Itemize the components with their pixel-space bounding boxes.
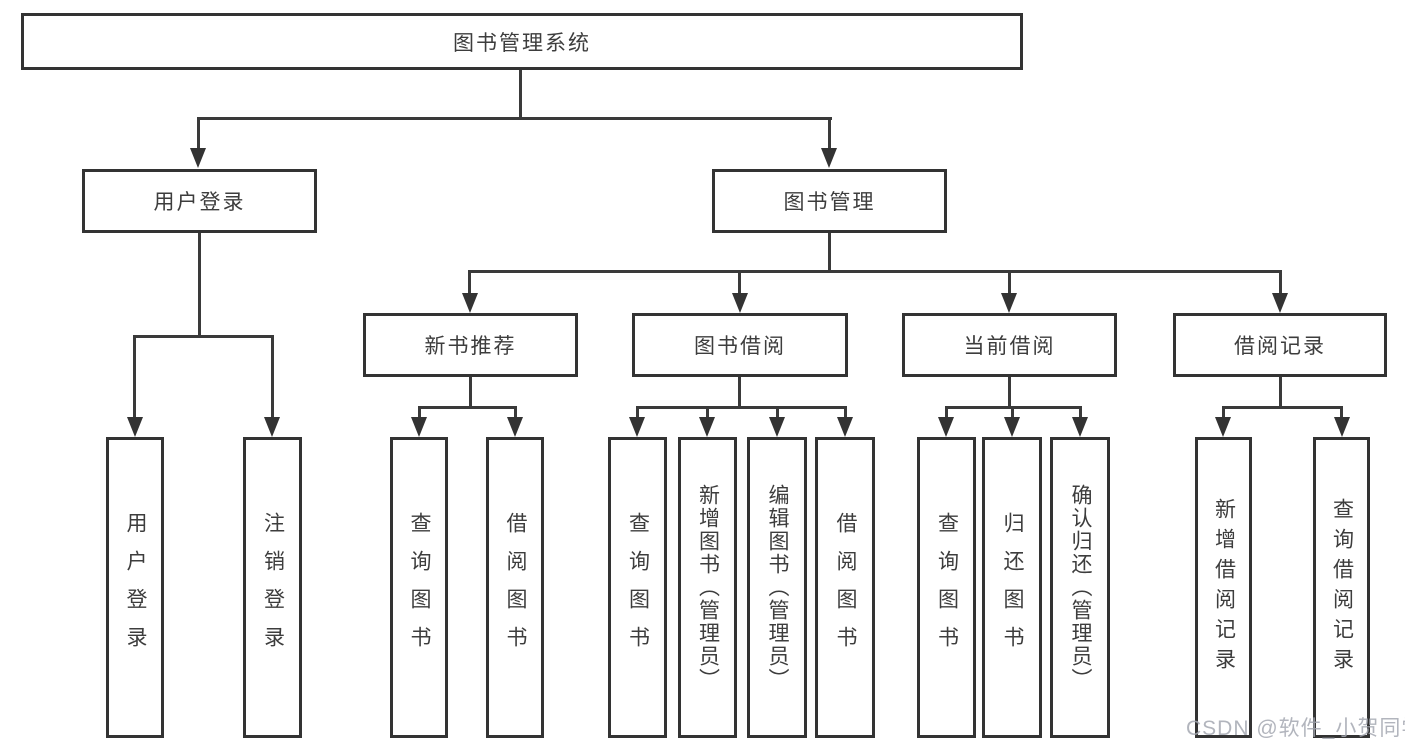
arrowhead-icon xyxy=(264,417,280,437)
arrowhead-icon xyxy=(507,417,523,437)
connector-line xyxy=(1008,377,1011,408)
connector-line xyxy=(1011,406,1014,420)
arrowhead-icon xyxy=(629,417,645,437)
leaf-borrow-borrow-books: 借阅图书 xyxy=(815,437,875,738)
csdn-watermark: CSDN @软件_小贺同学 xyxy=(1186,717,1405,740)
node-new-book-recommend: 新书推荐 xyxy=(363,313,578,377)
node-book-management: 图书管理 xyxy=(712,169,947,233)
connector-line xyxy=(468,270,1282,273)
arrowhead-icon xyxy=(1215,417,1231,437)
connector-line xyxy=(828,117,831,151)
leaf-current-query-books: 查询图书 xyxy=(917,437,976,738)
arrowhead-icon xyxy=(1334,417,1350,437)
connector-line xyxy=(514,406,517,420)
connector-line xyxy=(738,270,741,297)
arrowhead-icon xyxy=(769,417,785,437)
connector-line xyxy=(636,406,847,409)
connector-line xyxy=(945,406,948,420)
connector-line xyxy=(418,406,517,409)
connector-line xyxy=(1008,270,1011,297)
arrowhead-icon xyxy=(190,148,206,168)
connector-line xyxy=(1222,406,1343,409)
arrowhead-icon xyxy=(1004,417,1020,437)
leaf-current-confirm-return-admin: 确认归还（管理员） xyxy=(1050,437,1110,738)
leaf-borrow-add-books-admin: 新增图书（管理员） xyxy=(678,437,737,738)
connector-line xyxy=(197,117,832,120)
leaf-record-query-borrow-record: 查询借阅记录 xyxy=(1313,437,1370,738)
node-current-borrow: 当前借阅 xyxy=(902,313,1117,377)
connector-line xyxy=(738,377,741,408)
connector-line xyxy=(706,406,709,420)
arrowhead-icon xyxy=(411,417,427,437)
connector-line xyxy=(197,117,200,151)
arrowhead-icon xyxy=(699,417,715,437)
connector-line xyxy=(418,406,421,420)
connector-line xyxy=(469,377,472,408)
node-user-login: 用户登录 xyxy=(82,169,317,233)
leaf-user-login: 用户登录 xyxy=(106,437,164,738)
arrowhead-icon xyxy=(837,417,853,437)
arrowhead-icon xyxy=(1072,417,1088,437)
leaf-rec-borrow-books: 借阅图书 xyxy=(486,437,544,738)
leaf-record-add-borrow-record: 新增借阅记录 xyxy=(1195,437,1252,738)
arrowhead-icon xyxy=(1001,293,1017,313)
connector-line xyxy=(133,335,274,338)
leaf-logout: 注销登录 xyxy=(243,437,302,738)
leaf-current-return-books: 归还图书 xyxy=(982,437,1042,738)
connector-line xyxy=(828,233,831,272)
arrowhead-icon xyxy=(462,293,478,313)
leaf-rec-query-books: 查询图书 xyxy=(390,437,448,738)
connector-line xyxy=(1079,406,1082,420)
connector-line xyxy=(1222,406,1225,420)
node-borrow-record: 借阅记录 xyxy=(1173,313,1387,377)
connector-line xyxy=(519,69,522,118)
connector-line xyxy=(1279,377,1282,408)
connector-line xyxy=(271,335,274,419)
arrowhead-icon xyxy=(732,293,748,313)
connector-line xyxy=(133,335,136,419)
arrowhead-icon xyxy=(821,148,837,168)
node-book-borrow: 图书借阅 xyxy=(632,313,848,377)
connector-line xyxy=(468,270,471,297)
arrowhead-icon xyxy=(938,417,954,437)
leaf-borrow-edit-books-admin: 编辑图书（管理员） xyxy=(747,437,807,738)
node-root-system: 图书管理系统 xyxy=(21,13,1023,70)
connector-line xyxy=(1340,406,1343,420)
arrowhead-icon xyxy=(1272,293,1288,313)
connector-line xyxy=(844,406,847,420)
connector-line xyxy=(636,406,639,420)
connector-line xyxy=(1279,270,1282,297)
connector-line xyxy=(776,406,779,420)
connector-line xyxy=(198,233,201,337)
leaf-borrow-query-books: 查询图书 xyxy=(608,437,667,738)
arrowhead-icon xyxy=(127,417,143,437)
